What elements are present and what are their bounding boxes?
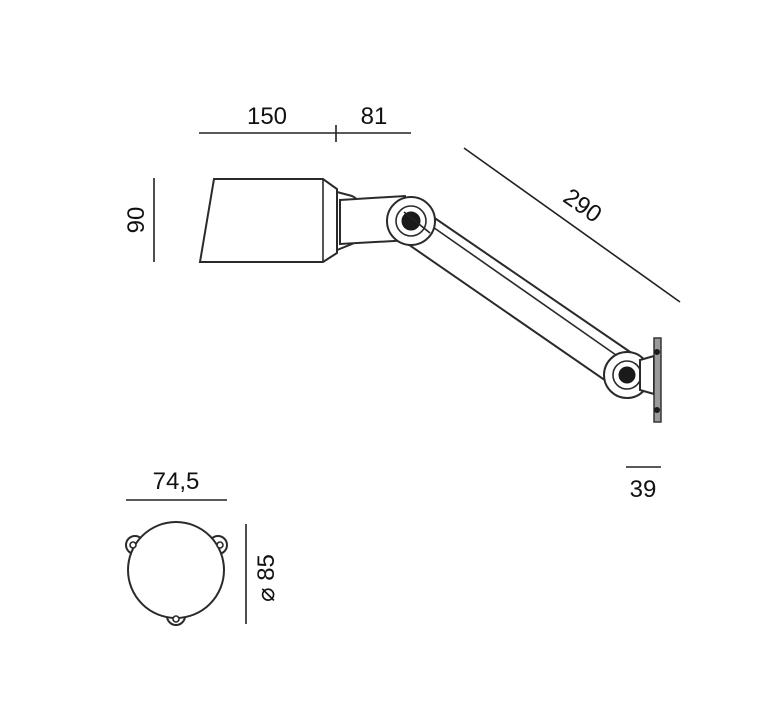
dimension-label-39: 39 xyxy=(630,476,657,503)
dimension-label-150: 150 xyxy=(247,103,287,130)
lower-joint-knob-icon xyxy=(618,366,636,384)
dimension-label-base-width: 74,5 xyxy=(153,468,200,495)
wall-mount-block xyxy=(639,354,655,396)
wall-mount-plate xyxy=(653,337,662,423)
wall-screw-bottom-icon xyxy=(654,407,660,413)
lamp-side-view xyxy=(198,178,662,423)
wall-screw-top-icon xyxy=(654,349,660,355)
lamp-shade xyxy=(198,178,338,263)
base-screw-hole-right-icon xyxy=(216,541,224,549)
lamp-arm xyxy=(400,206,638,394)
dimension-label-base-diameter: ⌀ 85 xyxy=(253,554,280,602)
base-screw-hole-bottom-icon xyxy=(172,615,180,623)
dimension-label-81: 81 xyxy=(361,103,388,130)
upper-joint-knob-icon xyxy=(401,211,421,231)
dimension-wall-plate: 39 xyxy=(626,466,661,503)
base-plate-view: 74,5 ⌀ 85 xyxy=(125,468,280,626)
dimension-top: 150 81 xyxy=(199,103,411,142)
dimension-shade-height: 90 xyxy=(123,178,155,262)
dimension-label-290: 290 xyxy=(558,183,606,228)
lamp-arm-edge xyxy=(419,217,627,363)
base-disc xyxy=(127,521,225,619)
dimension-label-90: 90 xyxy=(123,207,150,234)
dimension-line-290 xyxy=(463,147,681,303)
base-screw-hole-left-icon xyxy=(129,541,137,549)
upper-joint-lever xyxy=(403,211,431,234)
